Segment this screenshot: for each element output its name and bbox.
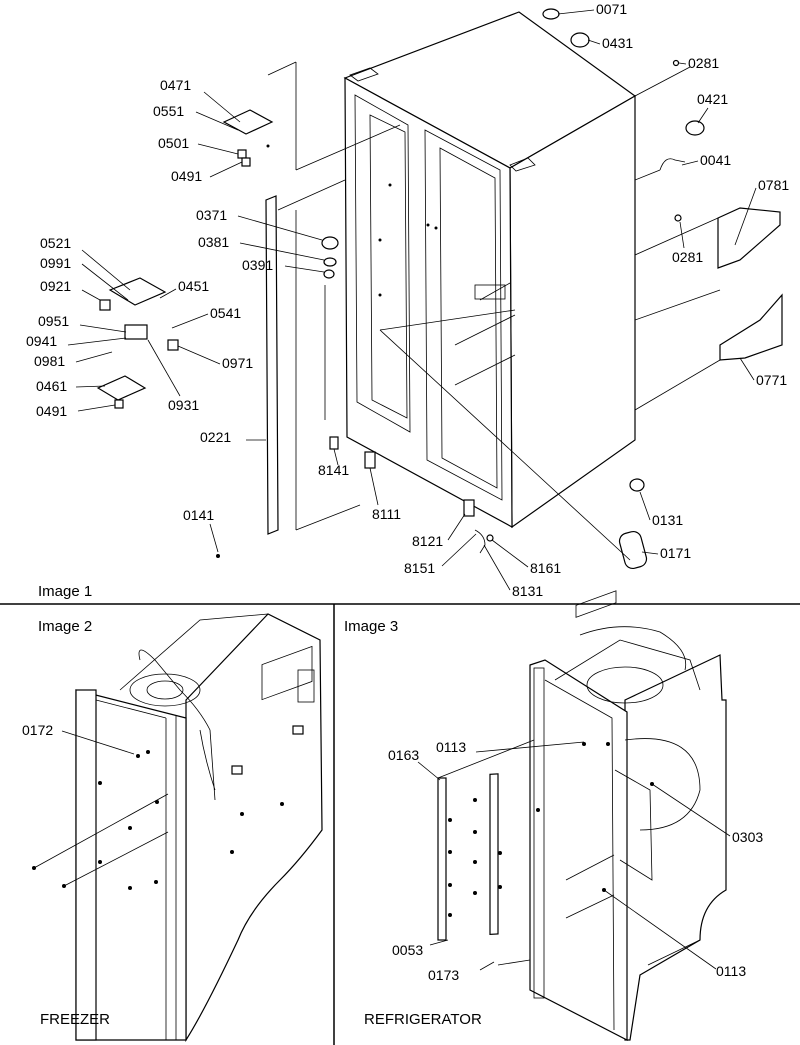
callout-8131: 8131 bbox=[512, 583, 543, 599]
callout-0113: 0113 bbox=[436, 739, 466, 755]
callout-0141: 0141 bbox=[183, 507, 214, 523]
callout-0131: 0131 bbox=[652, 512, 683, 528]
callout-0771: 0771 bbox=[756, 372, 787, 388]
callout-0391: 0391 bbox=[242, 257, 273, 273]
callout-0173: 0173 bbox=[428, 967, 459, 983]
callout-0931: 0931 bbox=[168, 397, 199, 413]
gasket-strip bbox=[265, 195, 279, 535]
callout-0551: 0551 bbox=[153, 103, 184, 119]
callout-0501: 0501 bbox=[158, 135, 189, 151]
callout-8151: 8151 bbox=[404, 560, 435, 576]
freezer-label: FREEZER bbox=[40, 1011, 110, 1028]
image1-callouts: 0071 0431 0281 0421 0041 0781 0281 0771 … bbox=[26, 1, 789, 599]
callout-0541: 0541 bbox=[210, 305, 241, 321]
callout-0941: 0941 bbox=[26, 333, 57, 349]
callout-0951: 0951 bbox=[38, 313, 69, 329]
callout-0991: 0991 bbox=[40, 255, 71, 271]
callout-8121: 8121 bbox=[412, 533, 443, 549]
callout-8161: 8161 bbox=[530, 560, 561, 576]
image2-caption: Image 2 bbox=[38, 618, 92, 635]
callout-0971: 0971 bbox=[222, 355, 253, 371]
image2-drawing bbox=[32, 613, 323, 1043]
image3-drawing bbox=[437, 590, 727, 1041]
image3-leaders bbox=[417, 741, 731, 971]
callout-0981: 0981 bbox=[34, 353, 65, 369]
image1-drawing bbox=[96, 8, 783, 570]
callout-0071: 0071 bbox=[596, 1, 627, 17]
panel-0771 bbox=[719, 293, 783, 361]
callout-0221: 0221 bbox=[200, 429, 231, 445]
callout-0781: 0781 bbox=[758, 177, 789, 193]
callout-0521: 0521 bbox=[40, 235, 71, 251]
leader-0172 bbox=[61, 730, 135, 755]
callout-0431: 0431 bbox=[602, 35, 633, 51]
callout-8111: 8111 bbox=[372, 506, 401, 522]
callout-0421: 0421 bbox=[697, 91, 728, 107]
callout-0471: 0471 bbox=[160, 77, 191, 93]
cabinet-side bbox=[509, 94, 636, 529]
image3-caption: Image 3 bbox=[344, 618, 398, 635]
callout-0371: 0371 bbox=[196, 207, 227, 223]
callout-0451: 0451 bbox=[178, 278, 209, 294]
callout-0171: 0171 bbox=[660, 545, 691, 561]
callout-0491: 0491 bbox=[171, 168, 202, 184]
callout-0303: 0303 bbox=[732, 829, 763, 845]
callout-0381: 0381 bbox=[198, 234, 229, 250]
callout-8141: 8141 bbox=[318, 462, 349, 478]
image1-caption: Image 1 bbox=[38, 583, 92, 600]
callout-0461: 0461 bbox=[36, 378, 67, 394]
cabinet-front bbox=[344, 76, 513, 529]
image1-leaders bbox=[67, 9, 757, 591]
callout-0172: 0172 bbox=[22, 722, 53, 738]
callout-0113-b: 0113 bbox=[716, 963, 746, 979]
callout-0491-b: 0491 bbox=[36, 403, 67, 419]
callout-0281-b: 0281 bbox=[672, 249, 703, 265]
callout-0281: 0281 bbox=[688, 55, 719, 71]
callout-0053: 0053 bbox=[392, 942, 423, 958]
panel-0781 bbox=[717, 207, 781, 269]
callout-0041: 0041 bbox=[700, 152, 731, 168]
callout-0921: 0921 bbox=[40, 278, 71, 294]
callout-0163: 0163 bbox=[388, 747, 419, 763]
refrigerator-label: REFRIGERATOR bbox=[364, 1011, 482, 1028]
